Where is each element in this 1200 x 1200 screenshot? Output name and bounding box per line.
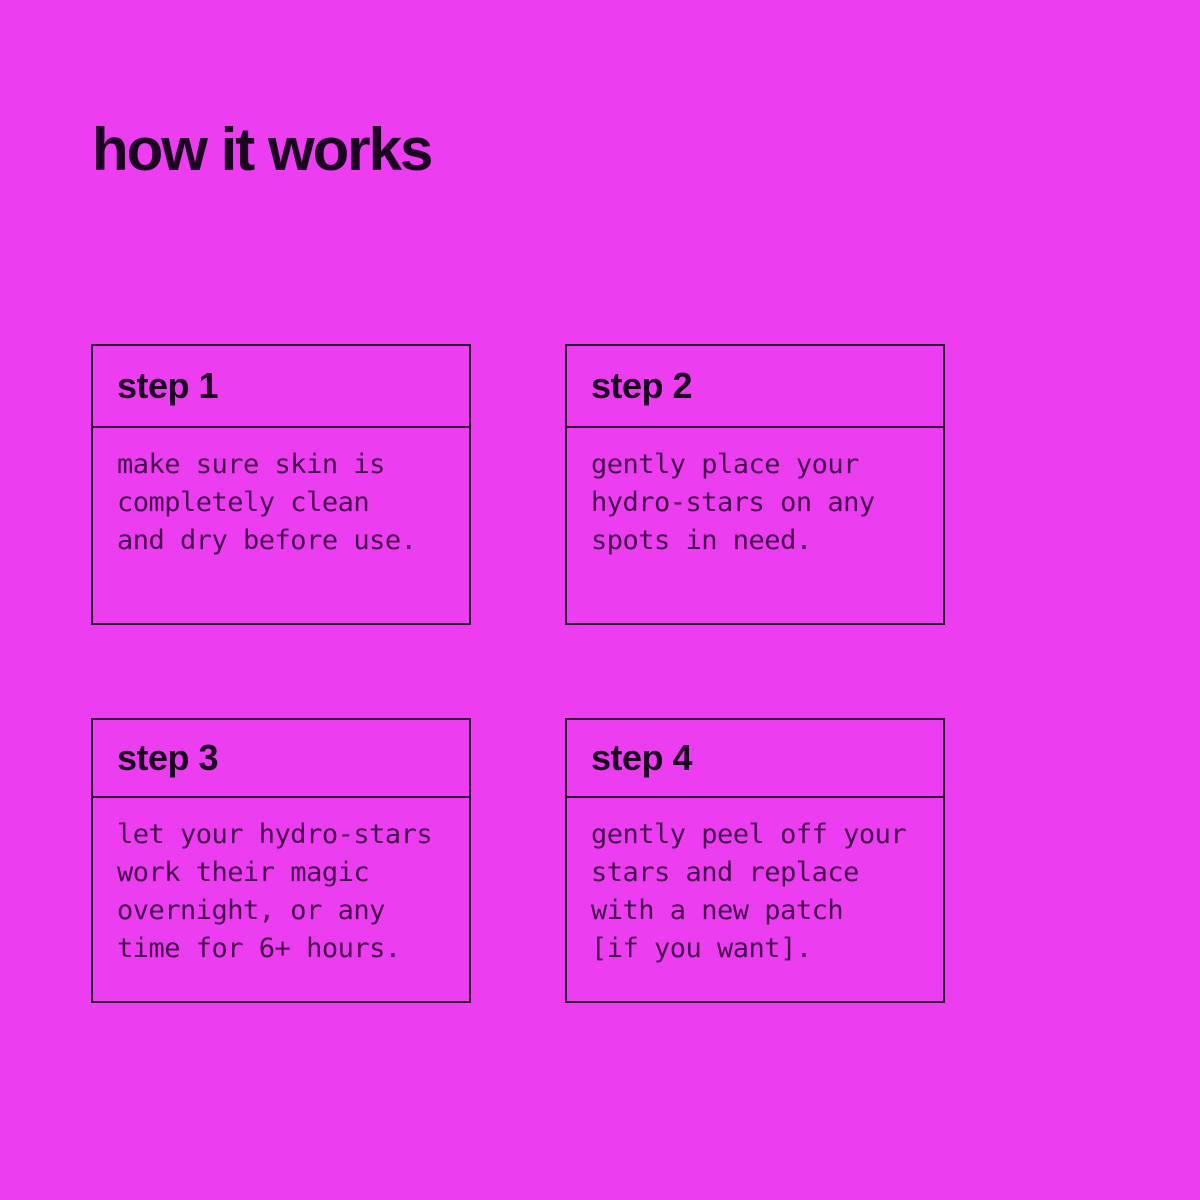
step-label-3: step 3 [117,737,219,778]
page-title: how it works [92,116,433,183]
step-card-3: step 3 let your hydro-stars work their m… [91,718,471,1003]
step-description-2: gently place your hydro-stars on any spo… [591,449,875,556]
step-description-3: let your hydro-stars work their magic ov… [117,819,433,964]
step-label-2: step 2 [591,365,693,406]
step-card-2: step 2 gently place your hydro-stars on … [565,344,945,625]
step-card-3-header: step 3 [93,720,469,798]
step-card-2-header: step 2 [567,346,943,428]
step-label-1: step 1 [117,365,219,406]
step-card-4-header: step 4 [567,720,943,798]
step-card-3-body: let your hydro-stars work their magic ov… [93,798,469,968]
step-description-1: make sure skin is completely clean and d… [117,449,417,556]
step-card-1: step 1 make sure skin is completely clea… [91,344,471,625]
step-card-1-header: step 1 [93,346,469,428]
step-label-4: step 4 [591,737,693,778]
step-card-2-body: gently place your hydro-stars on any spo… [567,428,943,560]
step-card-4: step 4 gently peel off your stars and re… [565,718,945,1003]
step-description-4: gently peel off your stars and replace w… [591,819,907,964]
step-card-4-body: gently peel off your stars and replace w… [567,798,943,968]
step-card-1-body: make sure skin is completely clean and d… [93,428,469,560]
